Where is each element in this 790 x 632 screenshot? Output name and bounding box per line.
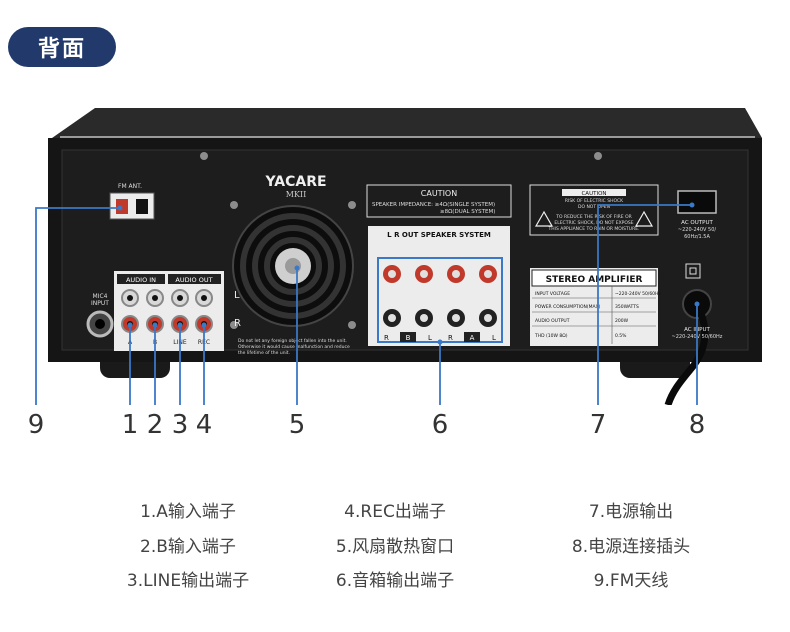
impedance-caution-box [366,184,512,218]
amplifier-rear-photo: FM ANT. YACARE MKII Do not let any forei… [35,108,762,405]
speaker-r1-label: R [384,334,389,342]
callout-line-9 [35,207,120,405]
ac-output-socket[interactable] [677,190,717,214]
spec-title: STEREO AMPLIFIER [546,275,643,285]
spec-row-1-label: POWER CONSUMPTION(MAX) [535,304,601,310]
spec-row-0-label: INPUT VOLTAGE [535,291,570,297]
legend-item-3: 3.LINE输出端子 [126,571,250,591]
cooling-fan-grille [232,205,354,327]
callout-line-7 [597,204,692,405]
brand-logo: YACARE [264,174,326,190]
ac-output-label-3: 60Hz/1.5A [684,234,710,240]
spec-row-3-label: THD (10W 8Ω) [534,333,568,339]
fan-warning-1: Do not let any foreign object fallen int… [238,338,347,344]
shock-caution-box [529,184,659,236]
speaker-a-label: A [470,334,475,342]
shock-line-1: RISK OF ELECTRIC SHOCK [565,198,624,204]
mic-label-2: INPUT [91,300,109,307]
impedance-caution-title: CAUTION [421,189,457,198]
audio-out-label: AUDIO OUT [175,276,212,284]
model-label: MKII [286,190,307,199]
shock-line-5: THIS APPLIANCE TO RAIN OR MOISTURE. [548,226,640,232]
legend-item-7: 7.电源输出 [588,502,674,522]
shock-caution-title: CAUTION [581,191,606,197]
ac-input-badge [685,263,701,279]
legend-item-1: 1.A输入端子 [140,502,236,522]
mic-label-1: MIC4 [93,293,108,300]
spec-row-3-value: 0.5% [615,333,627,339]
callout-number-9: 9 [27,410,45,440]
section-title-badge: 背面 [8,27,116,67]
legend-item-2: 2.B输入端子 [140,537,236,557]
spec-row-0-value: ~220-240V 50/60Hz [615,291,661,297]
legend-item-6: 6.音箱输出端子 [335,571,455,591]
legend-item-4: 4.REC出端子 [344,502,446,522]
legend-item-9: 9.FM天线 [593,571,669,591]
speaker-terminal-panel [368,226,510,346]
spec-row-2-value: 200W [615,318,629,324]
panel-screws [200,152,602,329]
section-title: 背面 [37,37,86,62]
callout-number-6: 6 [431,410,449,440]
audio-in-label: AUDIO IN [126,276,156,284]
rca-panel [114,271,224,351]
callout-number-1: 1 [121,410,139,440]
callout-number-4: 4 [195,410,213,440]
spec-rows: INPUT VOLTAGE ~220-240V 50/60Hz POWER CO… [532,286,661,344]
callout-dots [117,202,700,345]
ac-output-label-1: AC OUTPUT [681,220,713,226]
warning-triangle-icon-right [634,210,654,227]
spec-row-1-value: 350WATTS [615,304,639,310]
speaker-system-header: L R OUT SPEAKER SYSTEM [387,231,491,239]
callout-number-8: 8 [688,410,706,440]
ac-output-label-2: ~220-240V 50/ [678,227,716,233]
speaker-b-label: B [406,334,411,342]
callout-number-2: 2 [146,410,164,440]
legend-item-8: 8.电源连接插头 [571,537,691,557]
speaker-binding-posts[interactable] [383,265,497,327]
callout-number-5: 5 [288,410,306,440]
chassis-top [52,108,762,138]
legend-item-5: 5.风扇散热窗口 [335,537,455,557]
callout-lines [35,204,698,405]
channel-r-label: R [234,318,241,329]
fan-warning-3: the lifetime of the unit. [238,350,290,356]
impedance-line-1: SPEAKER IMPEDANCE: ≥4Ω(SINGLE SYSTEM) [372,202,495,208]
fm-ant-label: FM ANT. [118,183,142,190]
speaker-r2-label: R [448,334,453,342]
callout-number-7: 7 [589,410,607,440]
impedance-line-2: ≥8Ω(DUAL SYSTEM) [440,209,495,215]
channel-l-label: L [234,290,240,301]
speaker-l1-label: L [428,334,432,342]
speaker-l2-label: L [492,334,496,342]
shock-line-3: TO REDUCE THE RISK OF FIRE OR [555,214,632,220]
power-cord [664,302,709,405]
fan-warning-2: Otherwise it would cause malfunction and… [238,344,350,350]
shock-line-4: ELECTRIC SHOCK, DO NOT EXPOSE [554,220,633,226]
shock-line-2: DO NOT OPEN [578,204,610,210]
spec-row-2-label: AUDIO OUTPUT [535,318,570,324]
callout-number-3: 3 [171,410,189,440]
warning-triangle-icon [534,210,554,227]
